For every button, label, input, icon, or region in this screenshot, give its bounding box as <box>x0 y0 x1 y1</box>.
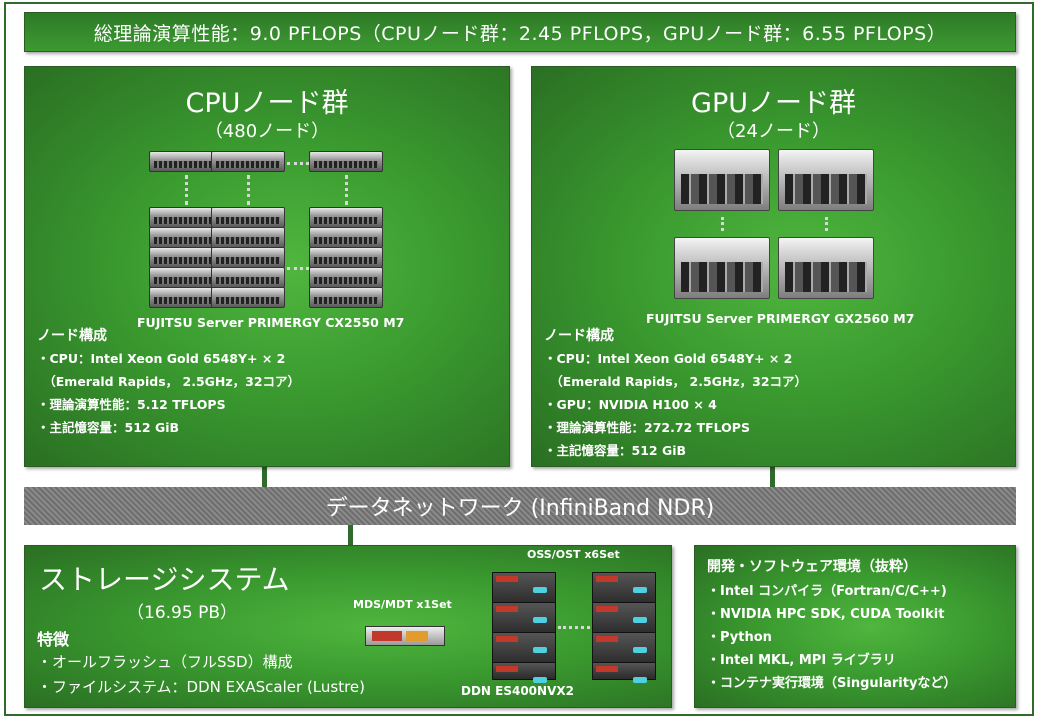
gpu-connector <box>770 467 775 487</box>
storage-title: ストレージシステム <box>39 563 290 596</box>
total-performance-text: 総理論演算性能：9.0 PFLOPS（CPUノード群：2.45 PFLOPS，G… <box>93 22 947 45</box>
cpu-spec-item: ・主記憶容量：512 GiB <box>37 420 180 435</box>
software-item: ・Python <box>707 630 772 645</box>
gpu-node-panel: GPUノード群 （24ノード） FUJITSU Server PRIMERGY … <box>531 66 1016 467</box>
storage-subtitle: （16.95 PB） <box>127 603 237 623</box>
cpu-node-panel: CPUノード群 （480ノード） FUJITSU Server PRIMERGY… <box>24 66 510 467</box>
gpu-spec-list: ・CPU：Intel Xeon Gold 6548Y+ × 2 （Emerald… <box>544 347 807 462</box>
gpu-spec-item: ・理論演算性能：272.72 TFLOPS <box>544 420 750 435</box>
cpu-spec-item: ・CPU：Intel Xeon Gold 6548Y+ × 2 <box>37 351 286 366</box>
gpu-model-label: FUJITSU Server PRIMERGY GX2560 M7 <box>646 311 915 326</box>
oss-label: OSS/OST x6Set <box>527 548 620 561</box>
cpu-connector <box>262 467 267 487</box>
gpu-subtitle: （24ノード） <box>717 121 830 142</box>
storage-feature-list: ・オールフラッシュ（フルSSD）構成 ・ファイルシステム：DDN EXAScal… <box>37 650 365 700</box>
storage-feature-item: ・ファイルシステム：DDN EXAScaler (Lustre) <box>37 678 366 696</box>
mds-label: MDS/MDT x1Set <box>353 598 452 611</box>
software-item: ・Intel コンパイラ（Fortran/C/C++) <box>707 584 947 599</box>
software-panel: 開発・ソフトウェア環境（抜粋） ・Intel コンパイラ（Fortran/C/C… <box>694 545 1016 708</box>
total-performance-banner: 総理論演算性能：9.0 PFLOPS（CPUノード群：2.45 PFLOPS，G… <box>24 12 1016 52</box>
storage-feature-heading: 特徴 <box>37 630 70 649</box>
storage-feature-item: ・オールフラッシュ（フルSSD）構成 <box>37 653 293 671</box>
cpu-subtitle: （480ノード） <box>204 121 330 142</box>
device-label: DDN ES400NVX2 <box>461 684 574 698</box>
mds-server-icon <box>365 626 445 646</box>
data-network-label: データネットワーク (InfiniBand NDR) <box>325 496 715 521</box>
gpu-title: GPUノード群 <box>691 88 856 119</box>
cpu-model-label: FUJITSU Server PRIMERGY CX2550 M7 <box>137 315 405 330</box>
cpu-spec-heading: ノード構成 <box>37 328 107 344</box>
gpu-spec-item: ・CPU：Intel Xeon Gold 6548Y+ × 2 <box>544 351 793 366</box>
software-list: ・Intel コンパイラ（Fortran/C/C++) ・NVIDIA HPC … <box>707 580 956 695</box>
cpu-spec-item: ・理論演算性能：5.12 TFLOPS <box>37 397 226 412</box>
cpu-spec-list: ・CPU：Intel Xeon Gold 6548Y+ × 2 （Emerald… <box>37 347 300 439</box>
software-heading: 開発・ソフトウェア環境（抜粋） <box>707 559 917 575</box>
data-network-bar: データネットワーク (InfiniBand NDR) <box>24 487 1016 525</box>
software-item: ・コンテナ実行環境（Singularityなど） <box>707 676 957 691</box>
storage-connector <box>348 525 353 545</box>
cpu-title: CPUノード群 <box>185 88 349 119</box>
gpu-spec-item: ・GPU：NVIDIA H100 × 4 <box>544 397 717 412</box>
gpu-spec-heading: ノード構成 <box>544 328 614 344</box>
software-item: ・Intel MKL, MPI ライブラリ <box>707 653 896 668</box>
gpu-spec-item: ・主記憶容量：512 GiB <box>544 443 687 458</box>
software-item: ・NVIDIA HPC SDK, CUDA Toolkit <box>707 607 945 622</box>
gpu-spec-item: （Emerald Rapids， 2.5GHz，32コア） <box>544 374 808 389</box>
cpu-spec-item: （Emerald Rapids， 2.5GHz，32コア） <box>37 374 301 389</box>
